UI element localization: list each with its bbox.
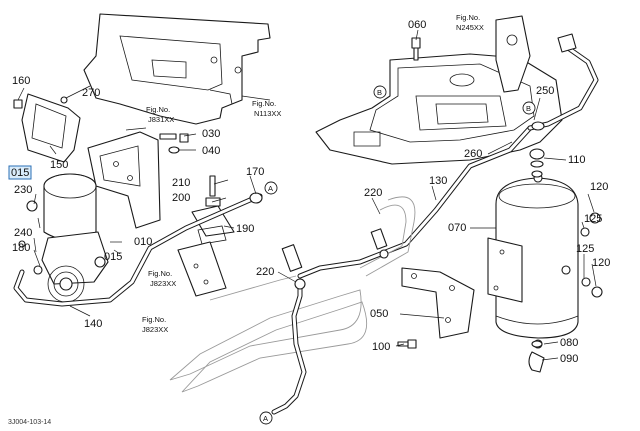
plate-j823	[177, 241, 227, 297]
fig-ref-value: N245XX	[456, 23, 484, 32]
part-label[interactable]: 190	[236, 223, 254, 235]
fig-ref-j823b[interactable]: Fig.No. J823XX	[142, 315, 168, 334]
upper-left-frame	[83, 13, 271, 125]
part-label[interactable]: 200	[172, 192, 190, 204]
air-tank-070	[487, 173, 579, 349]
fig-ref-value: J831XX	[148, 115, 174, 124]
fig-ref-label: Fig.No.	[146, 105, 170, 114]
part-label[interactable]: 125	[584, 213, 602, 225]
part-label[interactable]: 050	[370, 308, 388, 320]
part-label[interactable]: 100	[372, 341, 390, 353]
part-label[interactable]: 110	[568, 154, 586, 166]
pipe-130	[297, 125, 533, 279]
part-label[interactable]: 170	[246, 166, 264, 178]
leader-lines	[17, 29, 597, 361]
fig-ref-j831[interactable]: Fig.No. J831XX	[146, 105, 174, 124]
connector-b2: B	[522, 101, 536, 115]
part-label[interactable]: 130	[429, 175, 447, 187]
highlight-box	[8, 165, 32, 180]
part-label[interactable]: 015	[11, 167, 29, 179]
fig-ref-value: N113XX	[254, 109, 281, 118]
fig-ref-label: Fig.No.	[456, 13, 480, 22]
part-label[interactable]: 180	[12, 242, 30, 254]
hose-220-loop	[169, 196, 416, 393]
connector-a2: A	[259, 411, 273, 425]
mounting-plate	[87, 131, 161, 229]
part-label[interactable]: 015	[104, 251, 122, 263]
fig-ref-j823a[interactable]: Fig.No. J823XX	[148, 269, 176, 288]
fig-ref-label: Fig.No.	[148, 269, 172, 278]
air-dryer-015	[26, 173, 109, 303]
bracket-150	[21, 93, 81, 163]
part-label[interactable]: 270	[82, 87, 100, 99]
part-label[interactable]: 220	[364, 187, 382, 199]
part-label[interactable]: 070	[448, 222, 466, 234]
part-label[interactable]: 010	[134, 236, 152, 248]
center-right-frame	[315, 15, 563, 165]
part-label[interactable]: 240	[14, 227, 32, 239]
part-label[interactable]: 120	[592, 257, 610, 269]
part-label[interactable]: 160	[12, 75, 30, 87]
part-label[interactable]: 090	[560, 353, 578, 365]
part-label[interactable]: 210	[172, 177, 190, 189]
connector-a1: A	[264, 181, 278, 195]
connector-a2-label: A	[263, 414, 268, 423]
pipe-140	[13, 193, 263, 307]
part-label[interactable]: 140	[84, 318, 102, 330]
connector-a1-label: A	[268, 184, 273, 193]
part-label[interactable]: 040	[202, 145, 220, 157]
pipe-250	[527, 45, 599, 131]
part-label[interactable]: 120	[590, 181, 608, 193]
fig-ref-label: Fig.No.	[142, 315, 166, 324]
part-label[interactable]: 060	[408, 19, 426, 31]
pipe-lower	[271, 283, 307, 415]
fig-ref-value: J823XX	[142, 325, 168, 334]
part-label[interactable]: 150	[50, 159, 68, 171]
part-label[interactable]: 250	[536, 85, 554, 97]
figure-code: 3J004-103-14	[8, 419, 51, 426]
fittings	[249, 33, 577, 290]
connector-b1-label: B	[377, 88, 382, 97]
part-label[interactable]: 030	[202, 128, 220, 140]
fig-ref-n245[interactable]: Fig.No. N245XX	[456, 13, 484, 32]
part-label[interactable]: 260	[464, 148, 482, 160]
fig-ref-n113[interactable]: Fig.No. N113XX	[252, 99, 281, 118]
clamp-190	[191, 205, 235, 245]
fig-ref-value: J823XX	[150, 279, 176, 288]
connector-b2-label: B	[526, 104, 531, 113]
connector-b1: B	[373, 85, 387, 99]
fig-ref-label: Fig.No.	[252, 99, 276, 108]
bracket-050	[401, 267, 475, 339]
part-label[interactable]: 220	[256, 266, 274, 278]
part-label[interactable]: 230	[14, 184, 32, 196]
part-labels: 060 160 270 150 015 230 240 180 010 015 …	[11, 19, 610, 365]
part-label[interactable]: 080	[560, 337, 578, 349]
part-label[interactable]: 125	[576, 243, 594, 255]
